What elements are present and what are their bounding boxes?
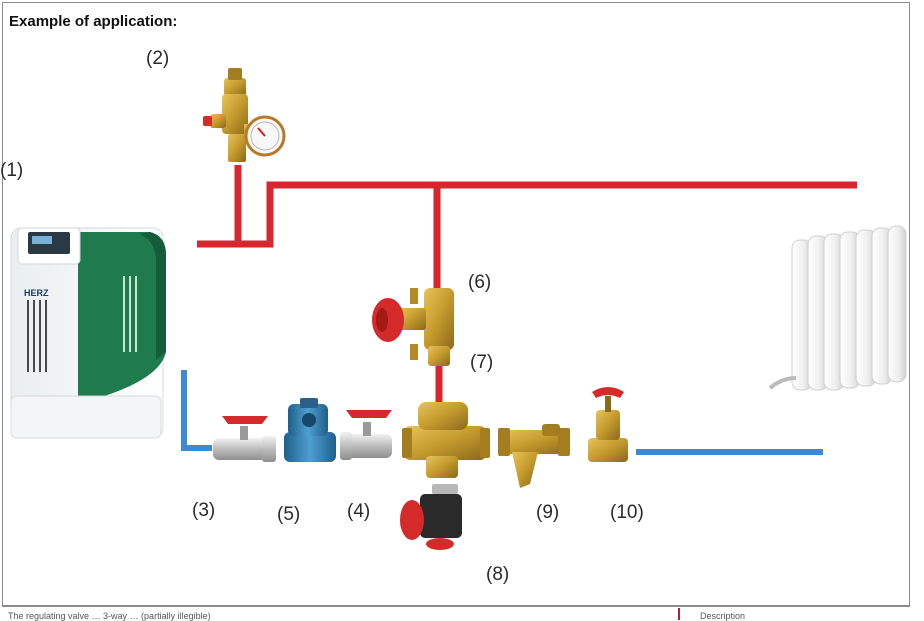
footer-left-text: The regulating valve … 3-way … (partiall… (8, 611, 211, 621)
boiler: HERZ (10, 227, 166, 439)
application-diagram: HERZ (10, 68, 907, 550)
label-6: (6) (468, 272, 492, 293)
label-7: (7) (470, 352, 494, 373)
footer-rule (2, 606, 910, 607)
label-8: (8) (486, 564, 510, 585)
valve-actuator (400, 484, 462, 550)
supply-pipes (197, 165, 857, 402)
figure-frame (2, 2, 910, 606)
globe-valve (588, 387, 628, 462)
label-3: (3) (192, 500, 216, 521)
balancing-valve (372, 288, 454, 366)
label-2: (2) (146, 48, 170, 69)
circulation-pump (284, 398, 336, 462)
mixing-valve (402, 402, 490, 478)
safety-group (203, 68, 286, 162)
return-pipes (181, 370, 823, 455)
footer-divider (678, 608, 680, 620)
label-4: (4) (347, 501, 371, 522)
strainer (498, 424, 570, 488)
label-5: (5) (277, 504, 301, 525)
label-9: (9) (536, 502, 560, 523)
figure-title: Example of application: (9, 13, 178, 30)
footer-right-text: Description (700, 611, 746, 621)
label-10: (10) (610, 502, 644, 523)
ball-valve-4 (340, 410, 392, 460)
radiator (768, 225, 907, 391)
label-1: (1) (0, 160, 24, 181)
boiler-brand-text: HERZ (24, 288, 49, 298)
ball-valve-3 (213, 416, 276, 462)
